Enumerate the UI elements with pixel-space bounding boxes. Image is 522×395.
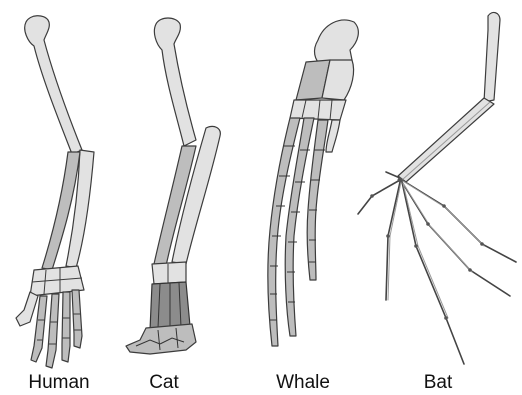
bat-limb: [358, 13, 516, 364]
bat-thumb: [386, 172, 400, 178]
whale-humerus: [315, 20, 359, 66]
bat-digit-3: [402, 182, 464, 364]
cat-humerus: [154, 18, 196, 146]
cat-carpals: [152, 262, 186, 284]
whale-digit-3: [307, 120, 328, 280]
label-whale: Whale: [276, 372, 330, 394]
label-human: Human: [28, 372, 89, 394]
whale-limb: [268, 20, 359, 346]
human-thumb: [16, 292, 38, 326]
cat-paw: [126, 324, 196, 354]
human-finger-3: [62, 292, 70, 362]
cat-limb: [126, 18, 220, 354]
whale-digit-1: [268, 118, 300, 346]
bat-digit-4: [402, 182, 510, 296]
label-bat: Bat: [424, 372, 453, 394]
human-finger-4: [72, 290, 82, 348]
human-humerus: [25, 16, 82, 154]
human-limb: [16, 16, 94, 368]
bat-humerus: [484, 13, 500, 102]
human-finger-2: [46, 294, 59, 368]
label-cat: Cat: [149, 372, 179, 394]
whale-digit-4: [326, 120, 340, 152]
